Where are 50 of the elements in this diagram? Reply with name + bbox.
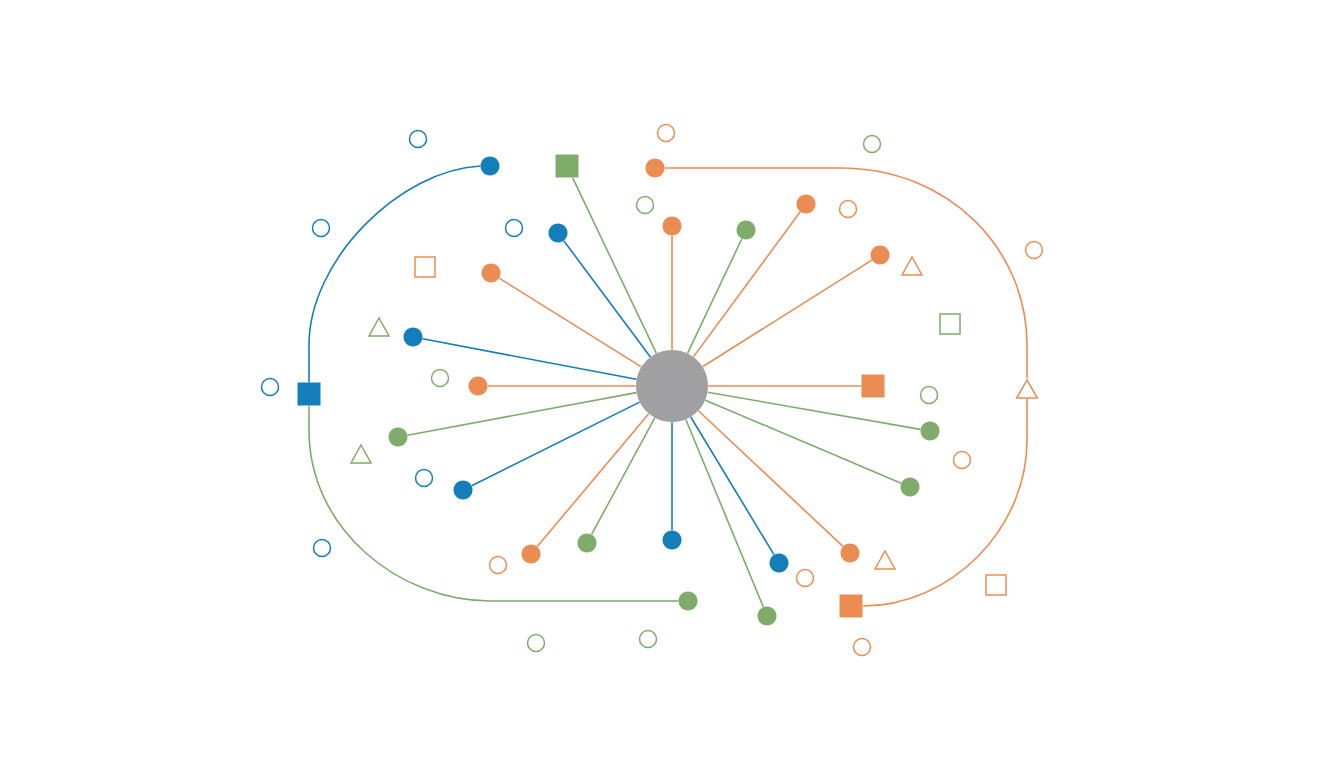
- dot: [662, 530, 682, 550]
- connector-line: [308, 404, 680, 602]
- square-marker: [839, 594, 863, 618]
- connector-line: [498, 277, 643, 368]
- connector-line: [308, 165, 482, 384]
- dot: [480, 156, 500, 176]
- dot: [468, 376, 488, 396]
- dot: [678, 591, 698, 611]
- dot: [796, 194, 816, 214]
- connector-line: [486, 385, 637, 387]
- connector-line: [861, 397, 1028, 607]
- connector-line: [536, 412, 650, 548]
- connector-line: [671, 421, 673, 532]
- hub-circle: [636, 350, 708, 422]
- connector-line: [671, 234, 673, 351]
- dot: [662, 216, 682, 236]
- connector-line: [571, 176, 658, 355]
- dot: [481, 263, 501, 283]
- connector-line: [701, 259, 873, 368]
- dot: [521, 544, 541, 564]
- connector-line: [590, 417, 656, 536]
- connector-line: [663, 167, 1028, 380]
- dot: [577, 533, 597, 553]
- dot: [900, 477, 920, 497]
- connector-line: [697, 409, 844, 548]
- dot: [645, 158, 665, 178]
- connector-line: [421, 338, 638, 381]
- dot: [403, 327, 423, 347]
- connector-line: [704, 399, 902, 485]
- connector-line: [692, 211, 802, 358]
- dot: [920, 421, 940, 441]
- dot: [453, 480, 473, 500]
- connector-line: [706, 391, 922, 431]
- dot: [388, 427, 408, 447]
- connector-line: [563, 240, 652, 358]
- dot: [736, 220, 756, 240]
- connector-line: [470, 401, 641, 487]
- connector-line: [689, 416, 775, 556]
- dot: [870, 245, 890, 265]
- connector-line: [685, 418, 765, 608]
- square-marker: [555, 154, 579, 178]
- dot: [757, 606, 777, 626]
- dot: [548, 223, 568, 243]
- connector-line: [707, 385, 863, 387]
- connector-line: [686, 237, 743, 355]
- connector-line: [406, 391, 638, 437]
- dot: [840, 543, 860, 563]
- square-marker: [861, 374, 885, 398]
- square-marker: [297, 382, 321, 406]
- dot: [769, 553, 789, 573]
